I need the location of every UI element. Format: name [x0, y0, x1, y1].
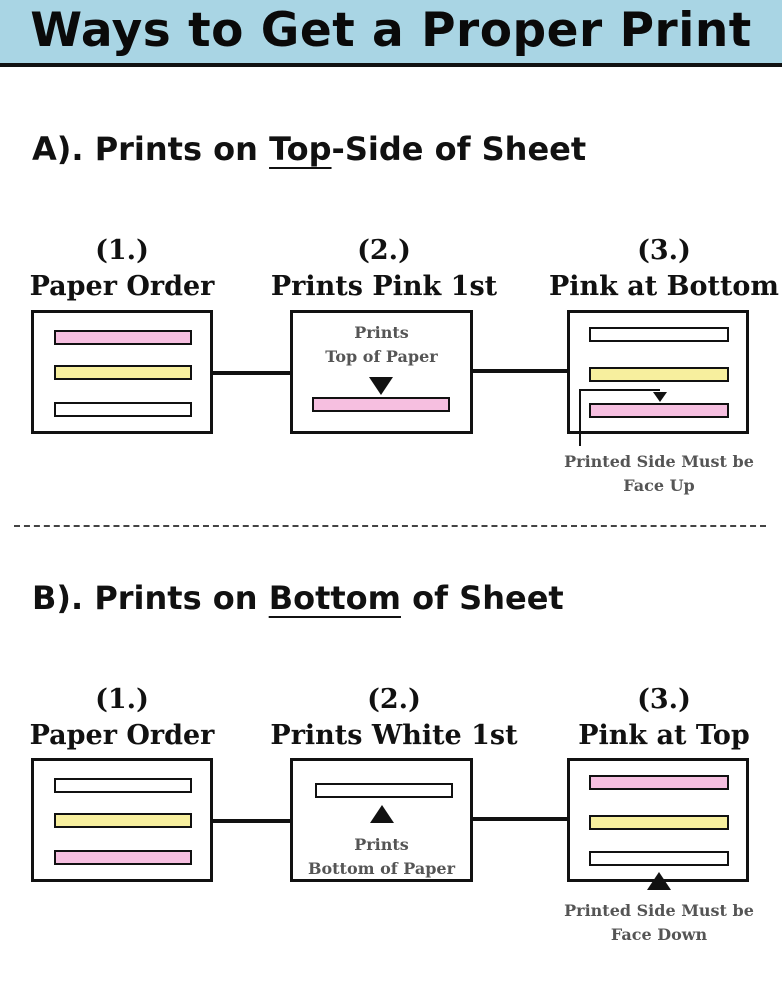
print-step-box: Prints Bottom of Paper [290, 758, 473, 882]
pink-sheet [54, 850, 192, 865]
section-b-step-2-label: (2.) Prints White 1st [264, 682, 524, 754]
section-a-title: A). Prints on Top-Side of Sheet [32, 130, 586, 168]
pink-sheet [54, 330, 192, 345]
final-stack-box [567, 310, 749, 434]
paper-order-box [31, 758, 213, 882]
yellow-sheet [589, 815, 729, 830]
page-title: Ways to Get a Proper Print [30, 3, 752, 58]
print-note-line-1: Prints [354, 323, 409, 342]
face-note-line-1: Printed Side Must be [564, 901, 754, 920]
section-a-step-2-label: (2.) Prints Pink 1st [254, 233, 514, 305]
final-stack-box [567, 758, 749, 882]
paper-order-box [31, 310, 213, 434]
face-note-line-2: Face Down [610, 925, 708, 944]
title-banner: Ways to Get a Proper Print [0, 0, 782, 67]
arrow-up-icon [370, 805, 394, 823]
white-sheet [589, 851, 729, 866]
face-down-note: Printed Side Must be Face Down [549, 899, 769, 947]
white-sheet [54, 402, 192, 417]
pink-sheet [589, 403, 729, 418]
arrow-down-icon [369, 377, 393, 395]
print-note-line-1: Prints [354, 835, 409, 854]
step-number: (3.) [637, 684, 691, 715]
arrow-down-icon [653, 392, 667, 402]
print-note-line-2: Bottom of Paper [307, 859, 456, 878]
white-sheet [315, 783, 453, 798]
connector-line [210, 819, 292, 823]
step-name: Paper Order [29, 271, 215, 302]
face-up-note: Printed Side Must be Face Up [549, 450, 769, 498]
step-name: Prints White 1st [270, 720, 518, 751]
yellow-sheet [54, 365, 192, 380]
face-note-line-1: Printed Side Must be [564, 452, 754, 471]
yellow-sheet [54, 813, 192, 828]
print-note: Prints Top of Paper [293, 321, 470, 369]
pink-sheet [589, 775, 729, 790]
callout-pointer [579, 389, 667, 446]
yellow-sheet [589, 367, 729, 382]
face-note-line-2: Face Up [623, 476, 695, 495]
section-b-title: B). Prints on Bottom of Sheet [32, 579, 564, 617]
step-name: Paper Order [29, 720, 215, 751]
step-name: Pink at Bottom [548, 271, 779, 302]
step-number: (2.) [357, 235, 411, 266]
white-sheet [54, 778, 192, 793]
step-name: Prints Pink 1st [270, 271, 498, 302]
step-number: (2.) [367, 684, 421, 715]
section-a-title-suffix: -Side of Sheet [331, 130, 587, 168]
print-step-box: Prints Top of Paper [290, 310, 473, 434]
step-number: (1.) [95, 235, 149, 266]
step-number: (3.) [637, 235, 691, 266]
section-b-title-prefix: B). Prints on [32, 579, 269, 617]
section-b-title-suffix: of Sheet [400, 579, 564, 617]
section-a-title-prefix: A). Prints on [32, 130, 270, 168]
section-divider [14, 525, 766, 527]
connector-line [210, 371, 292, 375]
connector-line [470, 817, 570, 821]
step-number: (1.) [95, 684, 149, 715]
print-note: Prints Bottom of Paper [293, 833, 470, 881]
step-name: Pink at Top [578, 720, 750, 751]
arrow-up-icon [647, 872, 671, 890]
white-sheet [589, 327, 729, 342]
pink-sheet [312, 397, 450, 412]
section-b-title-emphasis: Bottom [268, 579, 401, 617]
section-a-step-1-label: (1.) Paper Order [0, 233, 252, 305]
section-a-title-emphasis: Top [269, 130, 332, 168]
section-a-step-3-label: (3.) Pink at Bottom [534, 233, 782, 305]
section-b-step-1-label: (1.) Paper Order [0, 682, 252, 754]
print-note-line-2: Top of Paper [325, 347, 438, 366]
connector-line [470, 369, 570, 373]
section-b-step-3-label: (3.) Pink at Top [534, 682, 782, 754]
